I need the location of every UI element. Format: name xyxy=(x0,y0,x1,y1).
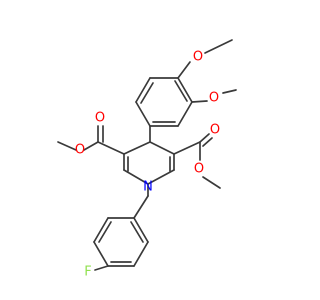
fluorine-atom: F xyxy=(84,265,91,280)
oxygen-atom-left-carbonyl: O xyxy=(95,111,105,126)
oxygen-atom-left-ester: O xyxy=(75,143,85,158)
atom-labels: O O O O O O N F xyxy=(75,50,220,280)
molecule-structure: O O O O O O N F xyxy=(57,39,237,280)
oxygen-atom-right-carbonyl: O xyxy=(210,123,220,138)
fluorobenzyl-group xyxy=(93,183,149,271)
dihydropyridine-ring xyxy=(123,125,175,185)
methoxy-groups xyxy=(177,39,237,103)
oxygen-atom-right-ester: O xyxy=(194,162,204,177)
oxygen-atom-ortho-methoxy: O xyxy=(209,91,219,106)
nitrogen-atom: N xyxy=(143,180,153,195)
left-ester-group xyxy=(57,125,125,155)
right-ester-group xyxy=(173,133,221,189)
oxygen-atom-upper-methoxy: O xyxy=(193,50,203,65)
dimethoxyphenyl-ring xyxy=(135,77,193,127)
molecule-canvas: O O O O O O N F xyxy=(57,39,237,280)
